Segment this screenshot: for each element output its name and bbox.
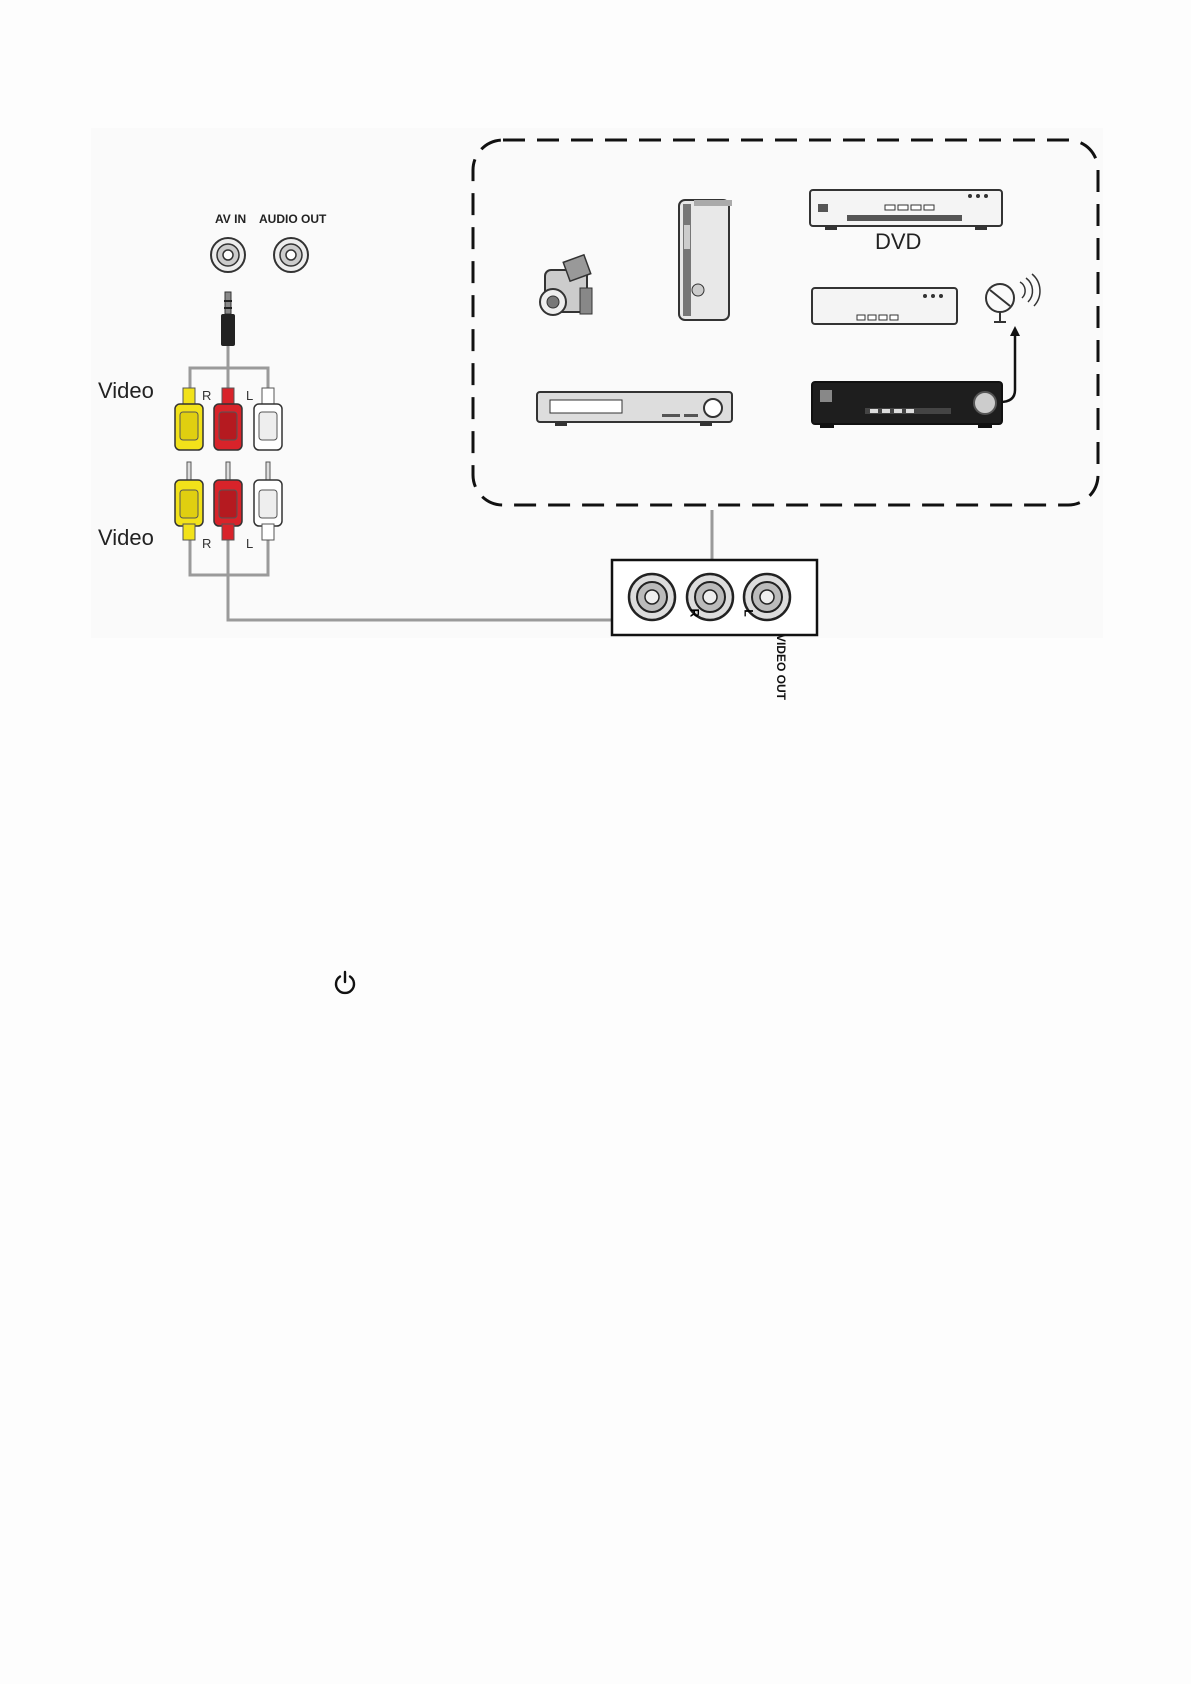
power-icon <box>332 970 358 996</box>
av-in-label: AV IN <box>215 212 246 226</box>
rca-plug-white-bottom <box>254 462 282 540</box>
audio-out-label: AUDIO OUT <box>259 212 326 226</box>
video-out-panel <box>612 560 817 635</box>
r-label-bottom: R <box>202 536 211 551</box>
video-label-top: Video <box>98 378 154 404</box>
rca-plug-yellow-top <box>175 388 203 450</box>
game-console-icon <box>679 200 732 320</box>
video-label-bottom: Video <box>98 525 154 551</box>
video-out-l-label: L <box>742 609 756 616</box>
vcr-icon <box>537 392 732 426</box>
dvd-player-icon <box>810 190 1002 230</box>
av-in-jack <box>211 238 245 272</box>
camcorder-icon <box>540 255 592 315</box>
rca-plug-red-bottom <box>214 462 242 540</box>
l-label-top: L <box>246 388 253 403</box>
rca-plug-white-top <box>254 388 282 450</box>
audio-out-jack <box>274 238 308 272</box>
video-out-r-label: R <box>687 609 701 618</box>
rca-plug-red-top <box>214 388 242 450</box>
mini-jack-plug <box>221 292 235 346</box>
satellite-receiver-icon <box>812 382 1002 428</box>
video-out-jack-1 <box>629 574 675 620</box>
l-label-bottom: L <box>246 536 253 551</box>
r-label-top: R <box>202 388 211 403</box>
video-out-label: VIDEO OUT <box>774 634 788 700</box>
set-top-box-icon <box>812 288 957 324</box>
rca-plug-yellow-bottom <box>175 462 203 540</box>
dvd-label: DVD <box>875 229 921 255</box>
